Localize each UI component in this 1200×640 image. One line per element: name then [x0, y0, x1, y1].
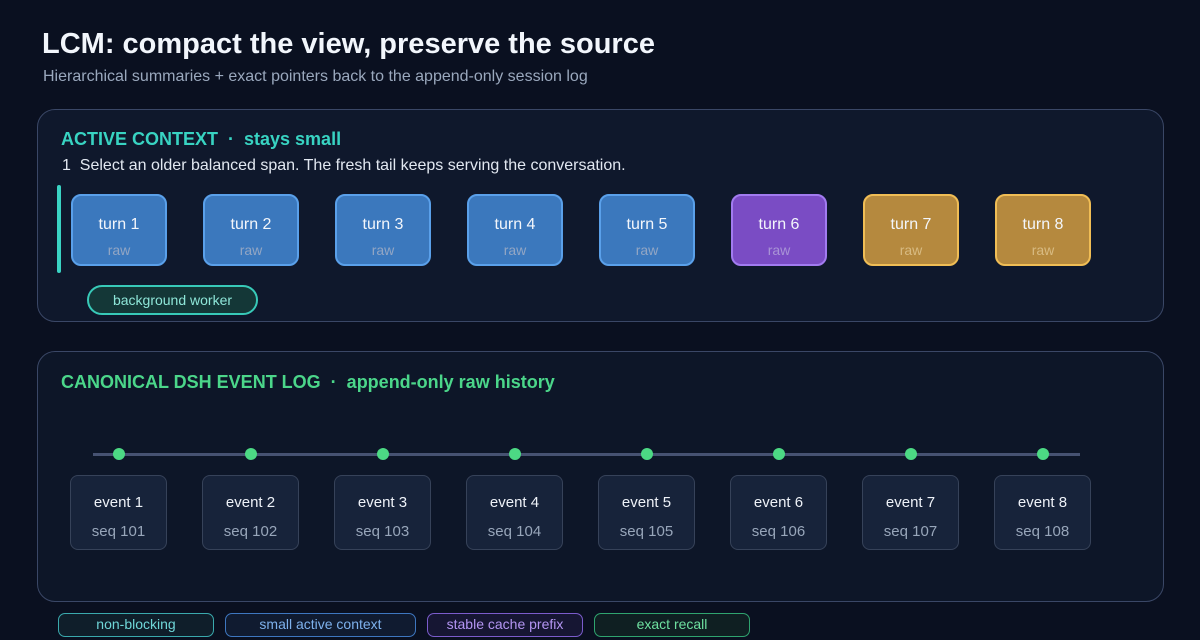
event-label: event 3 — [357, 494, 408, 511]
turn-status: raw — [635, 242, 659, 258]
turn-card[interactable]: turn 7 raw — [863, 194, 959, 266]
tag-small-active-context: small active context — [225, 613, 416, 637]
active-context-heading: ACTIVE CONTEXT · stays small — [61, 129, 342, 149]
turn-card[interactable]: turn 8 raw — [995, 194, 1091, 266]
turn-card[interactable]: turn 4 raw — [467, 194, 563, 266]
tag-exact-recall: exact recall — [594, 613, 750, 637]
timeline-dot — [113, 448, 125, 460]
event-card[interactable]: event 1 seq 101 — [70, 475, 167, 550]
event-card[interactable]: event 3 seq 103 — [334, 475, 431, 550]
tag-non-blocking: non-blocking — [58, 613, 214, 637]
turn-label: turn 3 — [362, 216, 404, 233]
event-label: event 2 — [225, 494, 276, 511]
turn-label: turn 7 — [890, 216, 932, 233]
event-seq: seq 106 — [751, 523, 806, 540]
turn-card[interactable]: turn 2 raw — [203, 194, 299, 266]
turn-label: turn 2 — [230, 216, 272, 233]
event-label: event 1 — [93, 494, 144, 511]
turn-card[interactable]: turn 5 raw — [599, 194, 695, 266]
turn-label: turn 4 — [494, 216, 536, 233]
turn-status: raw — [899, 242, 923, 258]
turn-card[interactable]: turn 1 raw — [71, 194, 167, 266]
event-label: event 8 — [1017, 494, 1068, 511]
timeline-dot — [1037, 448, 1049, 460]
timeline-dot — [773, 448, 785, 460]
event-label: event 4 — [489, 494, 540, 511]
selection-marker — [57, 185, 61, 273]
event-log-panel: CANONICAL DSH EVENT LOG · append-only ra… — [37, 351, 1164, 602]
timeline-dot — [509, 448, 521, 460]
page-title: LCM: compact the view, preserve the sour… — [42, 28, 655, 60]
turn-status: raw — [1031, 242, 1055, 258]
turn-status: raw — [503, 242, 527, 258]
event-seq: seq 107 — [883, 523, 938, 540]
event-card[interactable]: event 6 seq 106 — [730, 475, 827, 550]
timeline-dot — [641, 448, 653, 460]
event-card[interactable]: event 7 seq 107 — [862, 475, 959, 550]
active-context-panel: ACTIVE CONTEXT · stays small 1 Select an… — [37, 109, 1164, 322]
event-card[interactable]: event 2 seq 102 — [202, 475, 299, 550]
event-label: event 6 — [753, 494, 804, 511]
event-card[interactable]: event 5 seq 105 — [598, 475, 695, 550]
timeline-dot — [377, 448, 389, 460]
page-subtitle: Hierarchical summaries + exact pointers … — [43, 68, 588, 85]
timeline-dot — [905, 448, 917, 460]
event-log-heading: CANONICAL DSH EVENT LOG · append-only ra… — [61, 372, 555, 392]
background-worker-badge: background worker — [87, 285, 258, 315]
turn-status: raw — [107, 242, 131, 258]
event-card[interactable]: event 8 seq 108 — [994, 475, 1091, 550]
turn-label: turn 8 — [1022, 216, 1064, 233]
turn-card[interactable]: turn 3 raw — [335, 194, 431, 266]
turn-label: turn 6 — [758, 216, 800, 233]
event-timeline — [93, 453, 1080, 456]
turn-status: raw — [767, 242, 791, 258]
event-seq: seq 103 — [355, 523, 410, 540]
event-card[interactable]: event 4 seq 104 — [466, 475, 563, 550]
event-label: event 5 — [621, 494, 672, 511]
turn-status: raw — [239, 242, 263, 258]
timeline-dot — [245, 448, 257, 460]
tag-stable-cache-prefix: stable cache prefix — [427, 613, 583, 637]
event-seq: seq 102 — [223, 523, 278, 540]
event-seq: seq 104 — [487, 523, 542, 540]
event-seq: seq 105 — [619, 523, 674, 540]
event-seq: seq 108 — [1015, 523, 1070, 540]
turn-label: turn 1 — [98, 216, 140, 233]
step-instruction: 1 Select an older balanced span. The fre… — [62, 157, 626, 174]
turn-card[interactable]: turn 6 raw — [731, 194, 827, 266]
event-seq: seq 101 — [91, 523, 146, 540]
turn-status: raw — [371, 242, 395, 258]
turn-label: turn 5 — [626, 216, 668, 233]
event-label: event 7 — [885, 494, 936, 511]
